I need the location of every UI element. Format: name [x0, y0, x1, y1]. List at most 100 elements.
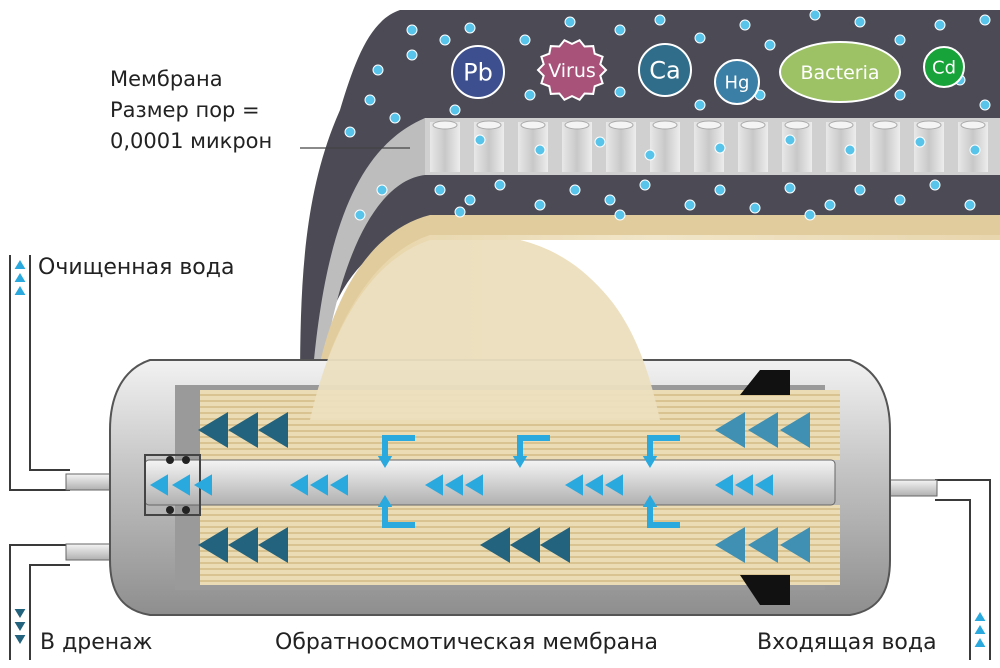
permeate-arrow-head [377, 495, 393, 507]
water-drop [464, 22, 476, 34]
permeate-flow-arrow [605, 474, 623, 496]
pore-opening [916, 120, 942, 130]
permeate-arrow-head [642, 495, 658, 507]
pore-opening [564, 120, 590, 130]
flow-arrow [258, 412, 288, 448]
water-drop [784, 182, 796, 194]
pore-opening [696, 120, 722, 130]
water-drop [434, 184, 446, 196]
flow-arrow [510, 527, 540, 563]
water-drop [604, 194, 616, 206]
permeate-flow-arrow [755, 474, 773, 496]
water-drop [364, 94, 376, 106]
flow-arrow [198, 412, 228, 448]
permeate-flow-arrow [465, 474, 483, 496]
pore-opening [960, 120, 986, 130]
water-drops [344, 9, 991, 221]
membrane-pore [738, 122, 768, 172]
water-drop [854, 184, 866, 196]
water-drop [474, 134, 486, 146]
permeate-flow-arrow [172, 474, 190, 496]
pore-opening [476, 120, 502, 130]
permeate-flow-arrow [310, 474, 328, 496]
water-drop [929, 179, 941, 191]
clean-water-layer [425, 175, 1000, 220]
water-drop [524, 89, 536, 101]
contaminant-label: Virus [548, 60, 596, 82]
contaminant-virus: Virus [536, 38, 608, 102]
water-drop [614, 209, 626, 221]
membrane-pore [474, 122, 504, 172]
water-drop [614, 86, 626, 98]
pipe-arrow-up [974, 638, 986, 647]
permeate-flow-arrow [425, 474, 443, 496]
water-drop [694, 99, 706, 111]
water-drop [844, 144, 856, 156]
o-ring [182, 456, 190, 464]
water-drop [934, 19, 946, 31]
o-ring [166, 456, 174, 464]
drain-pipe [9, 544, 70, 660]
water-drop [684, 199, 696, 211]
water-drop [694, 32, 706, 44]
permeate-bend-arrow [382, 507, 415, 528]
water-drop [969, 144, 981, 156]
water-drop [534, 144, 546, 156]
permeate-flow-arrow [290, 474, 308, 496]
membrane-pore [562, 122, 592, 172]
pipe-arrow-up [974, 625, 986, 634]
water-drop [439, 34, 451, 46]
water-drop [534, 199, 546, 211]
membrane-label: Мембрана Размер пор = 0,0001 микрон [110, 64, 272, 157]
water-drop [894, 194, 906, 206]
permeate-flow-arrow [735, 474, 753, 496]
membrane-sheet-unroll [310, 240, 660, 420]
permeate-flow-arrow [715, 474, 733, 496]
water-drop [639, 179, 651, 191]
flow-arrow [258, 527, 288, 563]
flow-arrow [198, 527, 228, 563]
water-drop [376, 184, 388, 196]
pipe-arrow-down [14, 609, 26, 618]
contaminant-label: Cd [932, 57, 956, 78]
flow-arrows [150, 412, 810, 563]
permeate-flow-arrow [445, 474, 463, 496]
flow-arrow [480, 527, 510, 563]
flow-arrow [228, 412, 258, 448]
water-drop [354, 209, 366, 221]
permeate-flow-arrow [330, 474, 348, 496]
water-drop [494, 179, 506, 191]
permeate-flow-arrow [194, 474, 212, 496]
permeate-bend-arrow [382, 435, 415, 456]
water-drop [894, 34, 906, 46]
flow-arrow [228, 527, 258, 563]
pore-opening [872, 120, 898, 130]
pipe-arrow-up [14, 286, 26, 295]
water-drop [979, 99, 991, 111]
module-label: Обратноосмотическая мембрана [275, 630, 658, 655]
contaminant-pb: Pb [451, 45, 505, 99]
o-ring [182, 506, 190, 514]
inlet-pipe [935, 479, 991, 660]
pore-opening [652, 120, 678, 130]
permeate-bend-arrow [647, 435, 680, 456]
water-drop [406, 49, 418, 61]
inlet-water-label: Входящая вода [757, 630, 937, 655]
water-drop [764, 39, 776, 51]
membrane-pore [870, 122, 900, 172]
water-drop [654, 14, 666, 26]
water-drop [804, 209, 816, 221]
water-drop [449, 104, 461, 116]
right-seal-bottom [740, 575, 790, 605]
flow-arrow [780, 527, 810, 563]
water-drop [406, 24, 418, 36]
pore-opening [608, 120, 634, 130]
pipes [9, 255, 991, 660]
membrane-pore [650, 122, 680, 172]
water-drop [372, 64, 384, 76]
water-drop [739, 19, 751, 31]
pipe-arrow-down [14, 635, 26, 644]
water-drop [569, 184, 581, 196]
